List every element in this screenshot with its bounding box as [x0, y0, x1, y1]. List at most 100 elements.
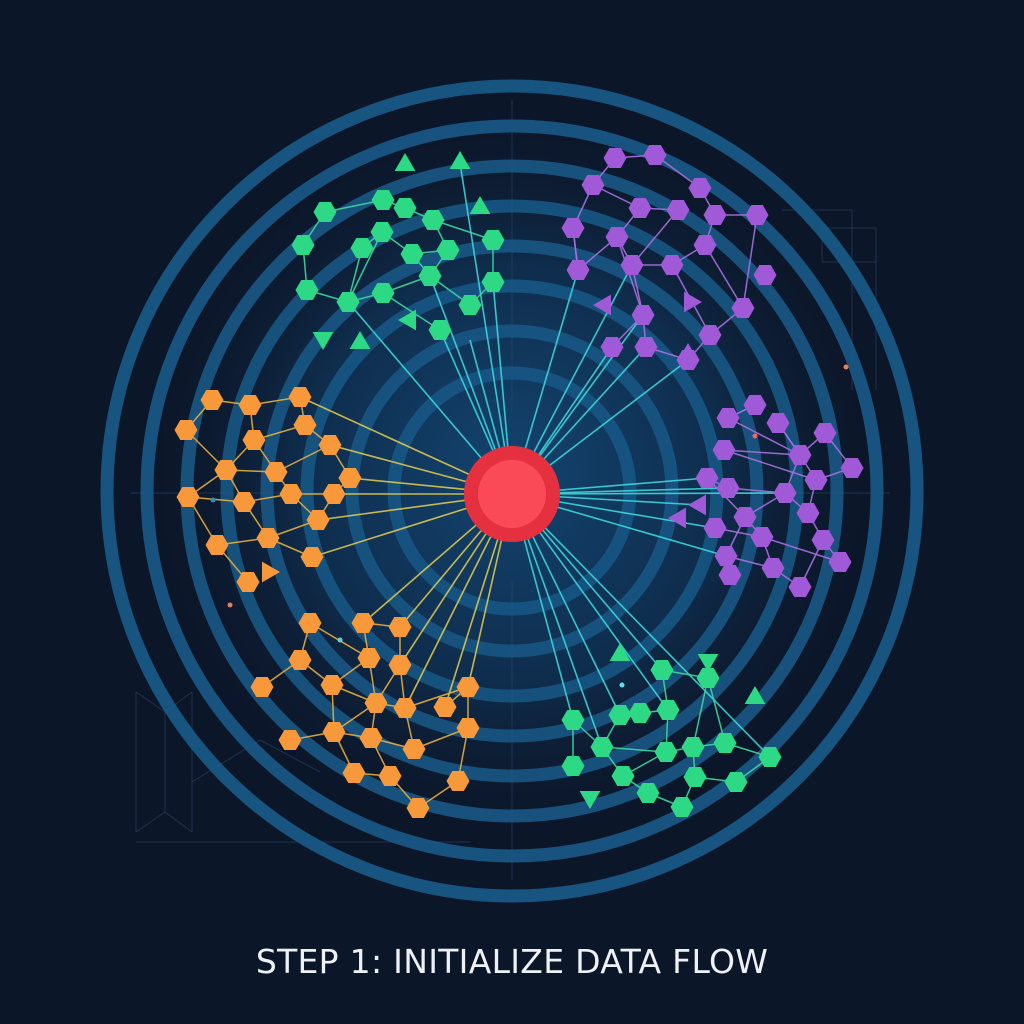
hexagon-node-icon	[174, 420, 198, 440]
cluster-green-bottom-right	[561, 643, 782, 817]
node-link	[704, 244, 744, 309]
hexagon-node-icon	[388, 655, 412, 675]
hexagon-node-icon	[320, 675, 344, 695]
hexagon-node-icon	[279, 484, 303, 504]
triangle-arrow-icon	[449, 151, 471, 169]
node-link	[727, 417, 801, 456]
hexagon-node-icon	[590, 737, 614, 757]
hexagon-node-icon	[745, 205, 769, 225]
hexagon-node-icon	[603, 148, 627, 168]
node-link	[404, 686, 469, 709]
cluster-green-top-left	[291, 151, 505, 350]
hexagon-node-icon	[298, 613, 322, 633]
hexagon-node-icon	[713, 733, 737, 753]
hexagon-node-icon	[628, 703, 652, 723]
hexagon-node-icon	[350, 238, 374, 258]
hexagon-node-icon	[628, 198, 652, 218]
ring	[140, 119, 884, 863]
hexagon-node-icon	[581, 175, 605, 195]
hexagon-node-icon	[406, 798, 430, 818]
central-hub-node	[464, 446, 560, 542]
hexagon-node-icon	[712, 440, 736, 460]
spark-dot	[619, 682, 625, 688]
hexagon-node-icon	[481, 272, 505, 292]
hexagon-node-icon	[718, 565, 742, 585]
hexagon-node-icon	[242, 430, 266, 450]
hexagon-node-icon	[250, 677, 274, 697]
hexagon-node-icon	[421, 210, 445, 230]
hexagon-node-icon	[357, 648, 381, 668]
hexagon-node-icon	[295, 280, 319, 300]
hexagon-node-icon	[620, 255, 644, 275]
hexagon-node-icon	[650, 660, 674, 680]
hexagon-node-icon	[306, 510, 330, 530]
spark-dot	[227, 602, 233, 608]
hexagon-node-icon	[238, 395, 262, 415]
hexagon-node-icon	[388, 617, 412, 637]
hexagon-node-icon	[291, 235, 315, 255]
hexagon-node-icon	[393, 698, 417, 718]
hexagon-node-icon	[608, 705, 632, 725]
hexagon-node-icon	[351, 613, 375, 633]
triangle-arrow-icon	[349, 331, 371, 349]
hexagon-node-icon	[743, 395, 767, 415]
hexagon-node-icon	[364, 693, 388, 713]
hexagon-node-icon	[681, 737, 705, 757]
hexagon-node-icon	[670, 797, 694, 817]
grid-line	[135, 811, 166, 833]
hexagon-node-icon	[561, 710, 585, 730]
hexagon-node-icon	[200, 390, 224, 410]
hexagon-node-icon	[256, 528, 280, 548]
hexagon-node-icon	[481, 230, 505, 250]
spark-dot	[210, 497, 216, 503]
hexagon-node-icon	[318, 435, 342, 455]
hexagon-node-icon	[724, 772, 748, 792]
cluster-purple-right	[668, 395, 864, 597]
hexagon-node-icon	[660, 255, 684, 275]
hexagon-node-icon	[750, 527, 774, 547]
step-caption: STEP 1: INITIALIZE DATA FLOW	[255, 942, 769, 981]
cluster-nodes	[174, 145, 864, 818]
hexagon-node-icon	[631, 305, 655, 325]
hexagon-node-icon	[561, 756, 585, 776]
triangle-arrow-icon	[697, 654, 719, 672]
triangle-arrow-icon	[469, 196, 491, 214]
hexagon-node-icon	[566, 260, 590, 280]
grid-line	[135, 691, 166, 713]
triangle-arrow-icon	[312, 332, 334, 350]
hexagon-node-icon	[813, 423, 837, 443]
hexagon-node-icon	[400, 244, 424, 264]
ring	[100, 79, 924, 903]
spark-dot	[843, 364, 849, 370]
hexagon-node-icon	[393, 198, 417, 218]
triangle-arrow-icon	[579, 791, 601, 809]
triangle-arrow-icon	[744, 686, 766, 704]
hexagon-node-icon	[176, 487, 200, 507]
hexagon-node-icon	[840, 458, 864, 478]
hexagon-node-icon	[371, 190, 395, 210]
hexagon-node-icon	[433, 697, 457, 717]
triangle-arrow-icon	[688, 494, 706, 516]
hexagon-node-icon	[456, 718, 480, 738]
hexagon-node-icon	[766, 413, 790, 433]
hexagon-node-icon	[436, 240, 460, 260]
hexagon-node-icon	[654, 742, 678, 762]
triangle-arrow-icon	[684, 291, 702, 313]
node-link	[275, 444, 331, 473]
ring	[300, 279, 724, 703]
hexagon-node-icon	[716, 408, 740, 428]
hexagon-node-icon	[600, 337, 624, 357]
node-link	[631, 209, 679, 266]
hexagon-node-icon	[300, 547, 324, 567]
ring	[345, 324, 679, 658]
hexagon-node-icon	[703, 518, 727, 538]
hexagon-node-icon	[236, 572, 260, 592]
hexagon-node-icon	[696, 668, 720, 688]
hexagon-node-icon	[370, 222, 394, 242]
cluster-orange-left	[174, 387, 362, 592]
node-link	[723, 449, 817, 481]
hexagon-node-icon	[656, 700, 680, 720]
hexagon-node-icon	[288, 650, 312, 670]
triangle-arrow-icon	[609, 643, 631, 661]
